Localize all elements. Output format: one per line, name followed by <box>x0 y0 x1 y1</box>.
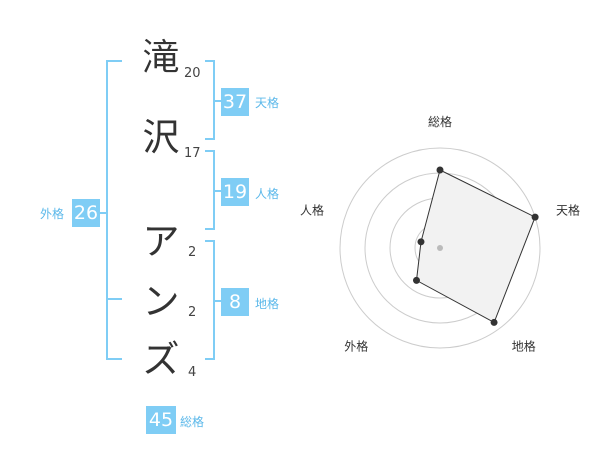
radar-axis-label-1: 総格 <box>428 114 452 129</box>
chikaku-bracket <box>205 240 215 360</box>
tenkaku-badge: 37 <box>221 88 249 116</box>
name-char-4: ン <box>142 280 180 323</box>
stroke-count-2: 17 <box>184 146 201 161</box>
jinkaku-bracket <box>205 150 215 230</box>
chikaku-badge: 8 <box>221 288 249 316</box>
stroke-count-3: 2 <box>188 245 197 260</box>
name-char-3: ア <box>142 220 180 263</box>
name-char-5: ズ <box>142 338 180 381</box>
gaikaku-badge: 26 <box>72 199 100 227</box>
jinkaku-connector <box>215 190 221 192</box>
gaikaku-connector <box>100 212 106 214</box>
radar-point-4 <box>412 276 420 284</box>
gaikaku-label: 外格 <box>40 207 65 221</box>
soukaku-label: 総格 <box>180 415 205 429</box>
name-char-1: 滝 <box>142 36 180 79</box>
tenkaku-connector <box>215 100 221 102</box>
jinkaku-label: 人格 <box>255 187 280 201</box>
radar-point-5 <box>417 238 425 246</box>
tenkaku-bracket <box>205 60 215 140</box>
radar-axis-label-2: 天格 <box>556 202 580 217</box>
jinkaku-badge: 19 <box>221 178 249 206</box>
chikaku-connector <box>215 300 221 302</box>
radar-area <box>415 169 536 324</box>
radar-axis-label-5: 人格 <box>300 202 324 217</box>
name-char-2: 沢 <box>142 116 180 159</box>
soukaku-badge: 45 <box>146 406 176 434</box>
tenkaku-label: 天格 <box>255 96 280 110</box>
radar-point-1 <box>436 166 444 174</box>
radar-point-2 <box>531 213 539 221</box>
stroke-count-1: 20 <box>184 66 201 81</box>
gaikaku-bracket <box>106 60 122 360</box>
radar-axis-label-4: 外格 <box>344 339 368 354</box>
stroke-count-4: 2 <box>188 305 197 320</box>
stroke-count-5: 4 <box>188 365 197 380</box>
radar-point-3 <box>490 318 498 326</box>
chikaku-label: 地格 <box>255 297 280 311</box>
gaikaku-inner-tick <box>106 298 122 300</box>
radar-ring-4 <box>339 147 541 349</box>
radar-axis-label-3: 地格 <box>512 339 536 354</box>
radar-center <box>437 245 443 251</box>
